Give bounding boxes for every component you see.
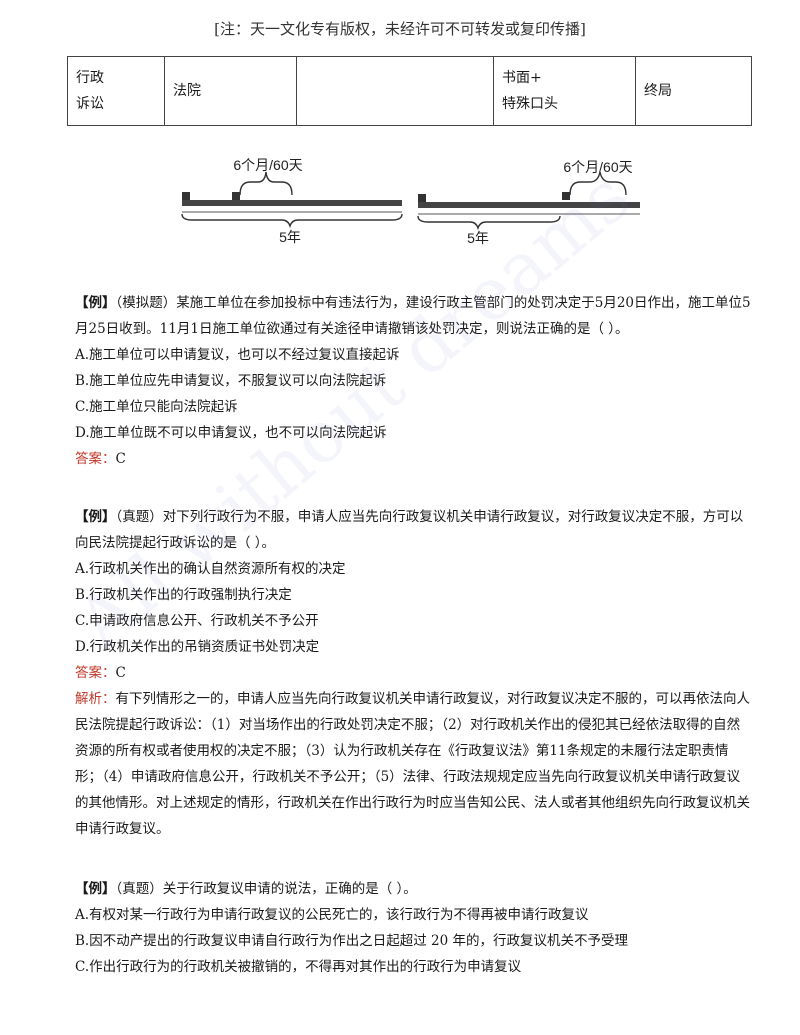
left-label-top: 6个月/60天 bbox=[233, 157, 302, 173]
question-1-stem: 【例】（模拟题）某施工单位在参加投标中有违法行为，建设行政主管部门的处罚决定于5… bbox=[0, 290, 800, 342]
question-3: 【例】（真题）关于行政复议申请的说法，正确的是（ ）。 A.有权对某一行政行为申… bbox=[0, 876, 800, 980]
question-2-stem: 【例】（真题）对下列行政行为不服，申请人应当先向行政复议机关申请行政复议，对行政… bbox=[0, 504, 800, 556]
example-tag: 【例】 bbox=[75, 295, 116, 311]
left-start-marker bbox=[182, 192, 190, 200]
question-3-option-a: A.有权对某一行政行为申请行政复议的公民死亡的，该行政行为不得再被申请行政复议 bbox=[75, 907, 589, 923]
example-tag: 【例】 bbox=[75, 881, 116, 897]
answer-value: C bbox=[115, 665, 126, 681]
right-mid-marker bbox=[562, 192, 570, 200]
answer-value: C bbox=[115, 451, 126, 467]
question-2: 【例】（真题）对下列行政行为不服，申请人应当先向行政复议机关申请行政复议，对行政… bbox=[0, 504, 800, 842]
copyright-notice: [注：天一文化专有版权，未经许可不可转发或复印传播] bbox=[214, 20, 586, 38]
table-cell-empty bbox=[296, 56, 494, 126]
question-1-option-b: B.施工单位应先申请复议，不服复议可以向法院起诉 bbox=[75, 373, 387, 389]
left-bottom-brace bbox=[181, 213, 403, 229]
question-3-option-c: C.作出行政行为的行政机关被撤销的，不得再对其作出的行政行为申请复议 bbox=[75, 959, 522, 975]
question-2-stem-text: （真题）对下列行政行为不服，申请人应当先向行政复议机关申请行政复议，对行政复议决… bbox=[75, 509, 744, 551]
answer-label: 答案： bbox=[75, 451, 116, 467]
right-start-marker bbox=[418, 194, 426, 202]
question-1-option-c: C.施工单位只能向法院起诉 bbox=[75, 399, 238, 415]
table-cell-form: 书面+ 特殊口头 bbox=[493, 56, 636, 126]
analysis-text: 有下列情形之一的，申请人应当先向行政复议机关申请行政复议，对行政复议决定不服的，… bbox=[75, 691, 750, 837]
left-top-brace bbox=[239, 171, 293, 196]
comparison-table-row: 行政 诉讼 法院 书面+ 特殊口头 终局 bbox=[67, 56, 752, 126]
question-2-option-c: C.申请政府信息公开、行政机关不予公开 bbox=[75, 613, 319, 629]
table-cell-type: 行政 诉讼 bbox=[67, 56, 165, 126]
question-1: 【例】（模拟题）某施工单位在参加投标中有违法行为，建设行政主管部门的处罚决定于5… bbox=[0, 290, 800, 472]
right-label-top: 6个月/60天 bbox=[563, 159, 632, 175]
answer-label: 答案： bbox=[75, 665, 116, 681]
left-timeline-bar bbox=[182, 200, 402, 206]
right-top-brace bbox=[569, 171, 627, 196]
table-cell-organ: 法院 bbox=[164, 56, 297, 126]
question-2-option-b: B.行政机关作出的行政强制执行决定 bbox=[75, 587, 292, 603]
left-label-bottom: 5年 bbox=[279, 229, 301, 245]
question-3-stem: 【例】（真题）关于行政复议申请的说法，正确的是（ ）。 bbox=[0, 876, 800, 902]
question-1-answer: 答案：C bbox=[0, 446, 800, 472]
right-bottom-brace bbox=[417, 215, 561, 231]
right-timeline-bar bbox=[418, 202, 640, 208]
question-2-option-a: A.行政机关作出的确认自然资源所有权的决定 bbox=[75, 561, 346, 577]
question-3-stem-text: （真题）关于行政复议申请的说法，正确的是（ ）。 bbox=[115, 881, 417, 897]
question-1-option-d: D.施工单位既不可以申请复议，也不可以向法院起诉 bbox=[75, 425, 387, 441]
question-2-answer: 答案：C bbox=[0, 660, 800, 686]
question-2-analysis: 解析：有下列情形之一的，申请人应当先向行政复议机关申请行政复议，对行政复议决定不… bbox=[0, 686, 800, 842]
question-1-stem-text: （模拟题）某施工单位在参加投标中有违法行为，建设行政主管部门的处罚决定于5月20… bbox=[75, 295, 751, 337]
question-2-option-d: D.行政机关作出的吊销资质证书处罚决定 bbox=[75, 639, 320, 655]
question-3-option-b: B.因不动产提出的行政复议申请自行政行为作出之日起超过 20 年的，行政复议机关… bbox=[75, 933, 628, 949]
right-label-bottom: 5年 bbox=[467, 230, 489, 246]
example-tag: 【例】 bbox=[75, 509, 116, 525]
question-1-option-a: A.施工单位可以申请复议，也可以不经过复议直接起诉 bbox=[75, 347, 400, 363]
table-cell-finality: 终局 bbox=[635, 56, 752, 126]
left-mid-marker bbox=[232, 192, 240, 200]
analysis-label: 解析： bbox=[75, 691, 116, 707]
table-row: 行政 诉讼 法院 书面+ 特殊口头 终局 bbox=[67, 56, 752, 126]
time-limit-diagram: 6个月/60天 5年 6个月/60天 5年 bbox=[181, 157, 640, 246]
